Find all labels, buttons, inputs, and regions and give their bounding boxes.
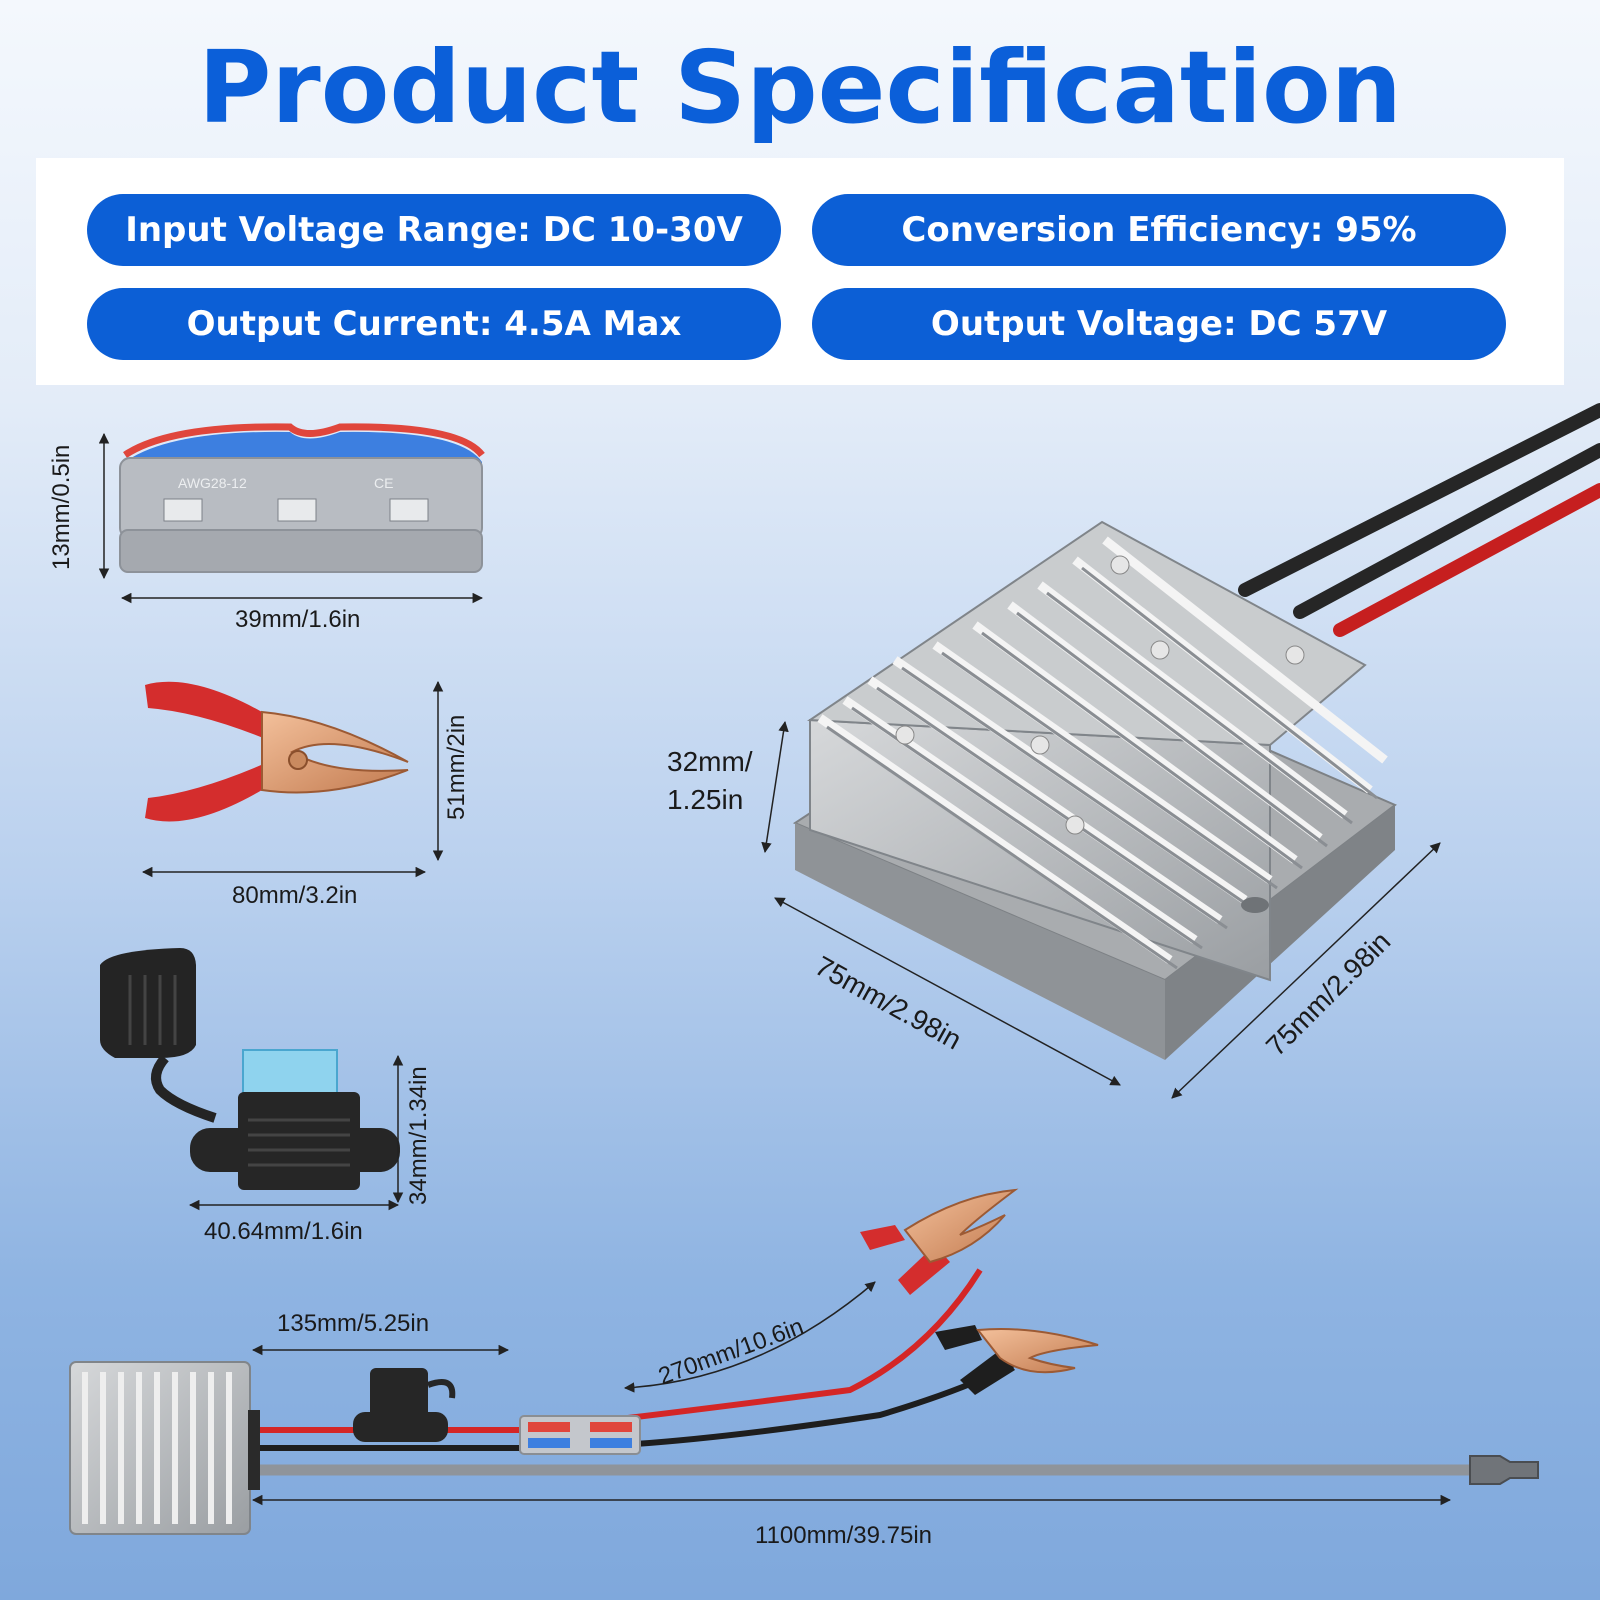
fuse-holder — [100, 948, 400, 1190]
converter-module — [792, 403, 1600, 1060]
alligator-clip — [145, 681, 409, 822]
fuse-width-label: 40.64mm/1.6in — [204, 1218, 363, 1245]
connector-width-label: 39mm/1.6in — [235, 606, 361, 633]
efficiency-badge: Conversion Efficiency: 95% — [812, 194, 1506, 266]
converter-depth-arrow — [1171, 842, 1441, 1099]
total-length-label: 1100mm/39.75in — [755, 1522, 932, 1549]
spec-panel: Input Voltage Range: DC 10-30V Conversio… — [36, 158, 1564, 385]
clip-height-label: 51mm/2in — [443, 714, 470, 820]
output-current-badge: Output Current: 4.5A Max — [87, 288, 781, 360]
lever-connector: AWG28-12 CE — [119, 423, 485, 573]
clip-width-label: 80mm/3.2in — [232, 882, 358, 909]
fuse-lead-label: 135mm/5.25in — [277, 1310, 430, 1337]
input-voltage-badge: Input Voltage Range: DC 10-30V — [87, 194, 781, 266]
converter-height-arrow — [761, 720, 789, 854]
fuse-height-label: 34mm/1.34in — [405, 1066, 432, 1205]
connector-height-label: 13mm/0.5in — [48, 444, 75, 570]
output-voltage-badge: Output Voltage: DC 57V — [812, 288, 1506, 360]
converter-length-arrow — [774, 897, 1121, 1086]
page-title: Product Specification — [198, 29, 1402, 146]
converter-height-label-line2: 1.25in — [667, 784, 744, 815]
clip-lead-arrow — [623, 1281, 876, 1393]
converter-height-label-line1: 32mm/ — [667, 746, 753, 777]
connector-ce-marking: CE — [374, 475, 393, 491]
wiring-assembly — [69, 1188, 1539, 1535]
connector-awg-marking: AWG28-12 — [178, 475, 247, 491]
